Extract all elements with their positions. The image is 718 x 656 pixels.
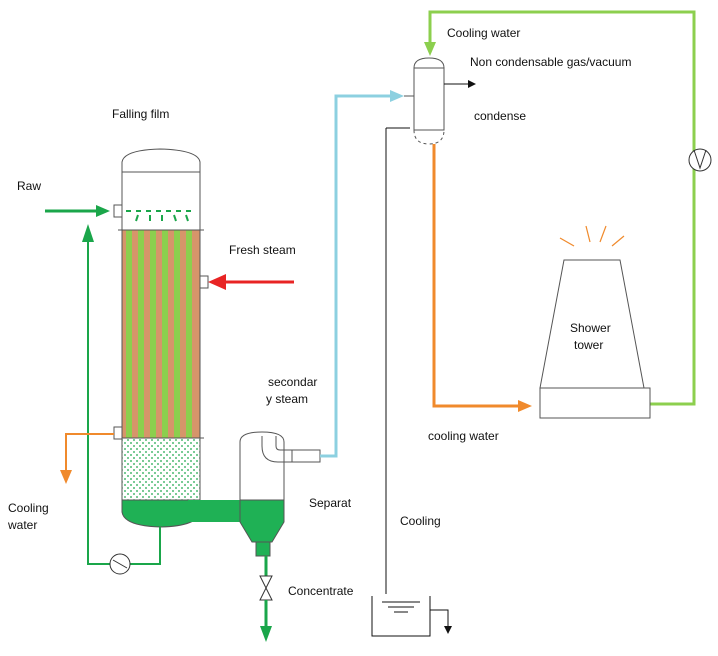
label-shower-1: Shower bbox=[570, 321, 611, 335]
condenser bbox=[404, 57, 445, 145]
falling-film-evaporator bbox=[113, 148, 209, 528]
steam-inlet-nozzle bbox=[199, 275, 209, 289]
vacuum-line bbox=[444, 80, 476, 88]
evaporator-upper-chamber bbox=[121, 171, 201, 231]
label-concentrate: Concentrate bbox=[288, 584, 354, 598]
label-shower-2: tower bbox=[574, 338, 603, 352]
label-falling-film: Falling film bbox=[112, 107, 169, 121]
concentrate-arrow bbox=[260, 626, 272, 642]
label-cooling-water-left-1: Cooling bbox=[8, 501, 49, 515]
connecting-pipe bbox=[188, 500, 244, 522]
vapor-rays bbox=[559, 225, 625, 247]
shower-tower bbox=[539, 225, 651, 419]
label-secondary-steam-2: y steam bbox=[266, 392, 308, 406]
concentrate-outlet bbox=[259, 556, 273, 642]
label-secondary-steam-1: secondar bbox=[268, 375, 317, 389]
cooling-water-tank bbox=[371, 596, 452, 637]
cooling-drain-line bbox=[385, 127, 410, 594]
cooling-pump-icon bbox=[688, 148, 712, 172]
label-cooling: Cooling bbox=[400, 514, 441, 528]
heating-tubes bbox=[126, 230, 192, 438]
label-cooling-water-left-2: water bbox=[7, 518, 37, 532]
cooling-water-supply-line bbox=[424, 10, 696, 406]
valve-icon bbox=[259, 575, 273, 590]
liquid-distributor bbox=[126, 210, 192, 222]
label-non-condensable: Non condensable gas/vacuum bbox=[470, 55, 631, 69]
recirculation-loop bbox=[87, 240, 161, 565]
raw-inlet-nozzle bbox=[113, 204, 123, 218]
condensate-outlet-line bbox=[60, 433, 114, 484]
fresh-steam-line bbox=[208, 274, 294, 290]
label-fresh-steam: Fresh steam bbox=[229, 243, 296, 257]
separator-vessel bbox=[239, 431, 321, 557]
recirculation-nozzle bbox=[113, 426, 123, 440]
secondary-steam-line bbox=[320, 90, 404, 458]
evaporator-top-dome bbox=[121, 148, 201, 173]
evaporator-lower-chamber bbox=[121, 437, 201, 501]
label-raw: Raw bbox=[17, 179, 41, 193]
raw-feed-line bbox=[45, 205, 110, 217]
label-condense: condense bbox=[474, 109, 526, 123]
cooling-water-return-line bbox=[432, 144, 532, 412]
label-cooling-water-top: Cooling water bbox=[447, 26, 520, 40]
label-separator: Separat bbox=[309, 496, 352, 510]
label-cooling-water-bottom: cooling water bbox=[428, 429, 499, 443]
